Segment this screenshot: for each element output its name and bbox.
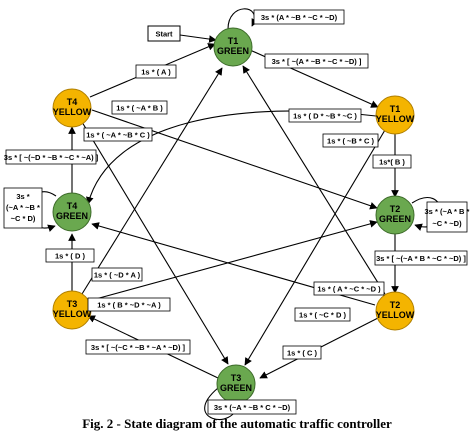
- state-color: YELLOW: [53, 107, 92, 117]
- state-name: T3: [67, 299, 78, 309]
- edge-t3y-to-t2: [91, 220, 378, 301]
- edge-t4y-to-t3: [81, 121, 229, 365]
- label-t3y-to-t1: 1s * ( ~D * A ): [91, 267, 143, 282]
- state-circle: [375, 95, 415, 135]
- svg-text:3s * [ ~(A * ~B * ~C * ~D) ]: 3s * [ ~(A * ~B * ~C * ~D) ]: [272, 57, 362, 66]
- svg-text:3s * [ ~(~A * B * ~C * ~D) ]: 3s * [ ~(~A * B * ~C * ~D) ]: [376, 254, 466, 263]
- svg-text:3s * [ ~(~C * ~B * ~A * ~D) ]: 3s * [ ~(~C * ~B * ~A * ~D) ]: [91, 343, 186, 352]
- svg-text:1s * ( C ): 1s * ( C ): [287, 349, 318, 358]
- svg-text:1s * ( A * ~C * ~D ): 1s * ( A * ~C * ~D ): [317, 285, 381, 294]
- edge-t3y-to-t1: [81, 67, 223, 295]
- transition-labels: 3s * (A * ~B * ~C * ~D) 3s * [ ~(A * ~B …: [3, 9, 470, 415]
- svg-text:3s * (A * ~B * ~C * ~D): 3s * (A * ~B * ~C * ~D): [261, 13, 338, 22]
- svg-text:1s*( B ): 1s*( B ): [379, 158, 405, 167]
- state-name: T2: [390, 204, 401, 214]
- svg-text:(~A * ~B *: (~A * ~B *: [6, 203, 40, 212]
- state-color: YELLOW: [53, 309, 92, 319]
- state-color: YELLOW: [376, 310, 415, 320]
- label-t2y-to-t4: 1s * ( ~C * D ): [294, 307, 351, 322]
- state-name: T3: [231, 373, 242, 383]
- label-t3-self: 3s * (~A * ~B * C * ~D): [207, 399, 297, 415]
- state-circle: [52, 88, 92, 128]
- state-node-t3-green[interactable]: T3 GREEN: [216, 364, 256, 404]
- state-circle: [52, 192, 92, 232]
- start-label: Start: [155, 30, 173, 39]
- state-color: GREEN: [379, 214, 411, 224]
- label-t2-to-t2y: 3s * [ ~(~A * B * ~C * ~D) ]: [374, 250, 468, 266]
- svg-text:1s * ( A ): 1s * ( A ): [141, 68, 171, 77]
- svg-text:3s * (~A * ~B * C * ~D): 3s * (~A * ~B * C * ~D): [214, 403, 291, 412]
- edge-t1-self: [227, 8, 259, 30]
- svg-text:3s *: 3s *: [16, 192, 29, 201]
- svg-text:1s * ( ~B * C ): 1s * ( ~B * C ): [327, 137, 374, 146]
- svg-text:1s * ( ~D * A ): 1s * ( ~D * A ): [94, 271, 141, 280]
- edge-t1y-to-t4: [86, 110, 377, 205]
- state-node-t3-yellow[interactable]: T3 YELLOW: [52, 290, 92, 330]
- label-t3y-to-t4: 1s * ( D ): [45, 248, 95, 263]
- label-t2y-to-t1: 1s * ( A * ~C * ~D ): [313, 281, 385, 296]
- edge-t4y-to-t2: [91, 109, 378, 210]
- label-t2y-to-t3: 1s * ( C ): [282, 345, 322, 360]
- svg-text:3s * (~A * B *: 3s * (~A * B *: [425, 207, 470, 216]
- label-t3-to-t3y: 3s * [ ~(~C * ~B * ~A * ~D) ]: [85, 339, 191, 355]
- state-circle: [375, 195, 415, 235]
- start-node: Start: [147, 25, 181, 42]
- svg-text:~C * ~D): ~C * ~D): [432, 219, 462, 228]
- state-node-t1-yellow[interactable]: T1 YELLOW: [375, 95, 415, 135]
- state-node-t2-green[interactable]: T2 GREEN: [375, 195, 415, 235]
- start-box: [147, 25, 181, 42]
- state-node-t4-green[interactable]: T4 GREEN: [52, 192, 92, 232]
- state-name: T2: [390, 300, 401, 310]
- state-circle: [375, 291, 415, 331]
- state-name: T4: [67, 97, 78, 107]
- state-circle: [213, 27, 253, 67]
- state-name: T1: [228, 36, 239, 46]
- svg-text:1s * ( ~A * B ): 1s * ( ~A * B ): [116, 104, 163, 113]
- label-t1-self: 3s * (A * ~B * ~C * ~D): [253, 9, 345, 25]
- svg-text:1s * ( B * ~D * ~A ): 1s * ( B * ~D * ~A ): [97, 301, 161, 310]
- label-t1y-to-t2: 1s*( B ): [372, 154, 412, 169]
- label-t4-to-t4y: 3s * [ ~(~D * ~B * ~C * ~A) ]: [4, 149, 99, 165]
- state-name: T4: [67, 201, 78, 211]
- edge-t1y-to-t3: [244, 129, 386, 366]
- svg-text:~C * D): ~C * D): [11, 214, 36, 223]
- svg-text:1s * ( ~C * D ): 1s * ( ~C * D ): [299, 311, 346, 320]
- label-t1y-to-t3: 1s * ( ~B * C ): [322, 133, 379, 148]
- state-node-t2-yellow[interactable]: T2 YELLOW: [375, 291, 415, 331]
- state-color: GREEN: [217, 46, 249, 56]
- label-t4-self: 3s * (~A * ~B * ~C * D): [3, 187, 43, 229]
- svg-text:1s * ( D ): 1s * ( D ): [55, 252, 86, 261]
- label-t2-self: 3s * (~A * B * ~C * ~D): [425, 201, 470, 233]
- svg-text:3s * [ ~(~D * ~B * ~C * ~A) ]: 3s * [ ~(~D * ~B * ~C * ~A) ]: [4, 153, 99, 162]
- label-t4y-to-t1: 1s * ( A ): [135, 64, 177, 79]
- edge-t2y-to-t1: [242, 65, 386, 295]
- state-color: GREEN: [220, 383, 252, 393]
- svg-text:1s * ( ~A * ~B * C ): 1s * ( ~A * ~B * C ): [86, 131, 150, 140]
- figure-caption: Fig. 2 - State diagram of the automatic …: [82, 416, 392, 431]
- label-t1y-to-t4: 1s * ( D * ~B * ~C ): [288, 108, 362, 123]
- label-t4y-to-t2: 1s * ( ~A * B ): [111, 100, 168, 115]
- svg-text:1s * ( D * ~B * ~C ): 1s * ( D * ~B * ~C ): [293, 112, 357, 121]
- state-node-t1-green[interactable]: T1 GREEN: [213, 27, 253, 67]
- label-t1-to-t1y: 3s * [ ~(A * ~B * ~C * ~D) ]: [264, 53, 369, 69]
- edge-start-to-t1: [179, 34, 217, 43]
- state-color: YELLOW: [376, 114, 415, 124]
- label-t3y-to-t2: 1s * ( B * ~D * ~A ): [87, 297, 171, 312]
- state-name: T1: [390, 104, 401, 114]
- label-t4y-to-t3: 1s * ( ~A * ~B * C ): [83, 127, 153, 142]
- state-node-t4-yellow[interactable]: T4 YELLOW: [52, 88, 92, 128]
- state-color: GREEN: [56, 211, 88, 221]
